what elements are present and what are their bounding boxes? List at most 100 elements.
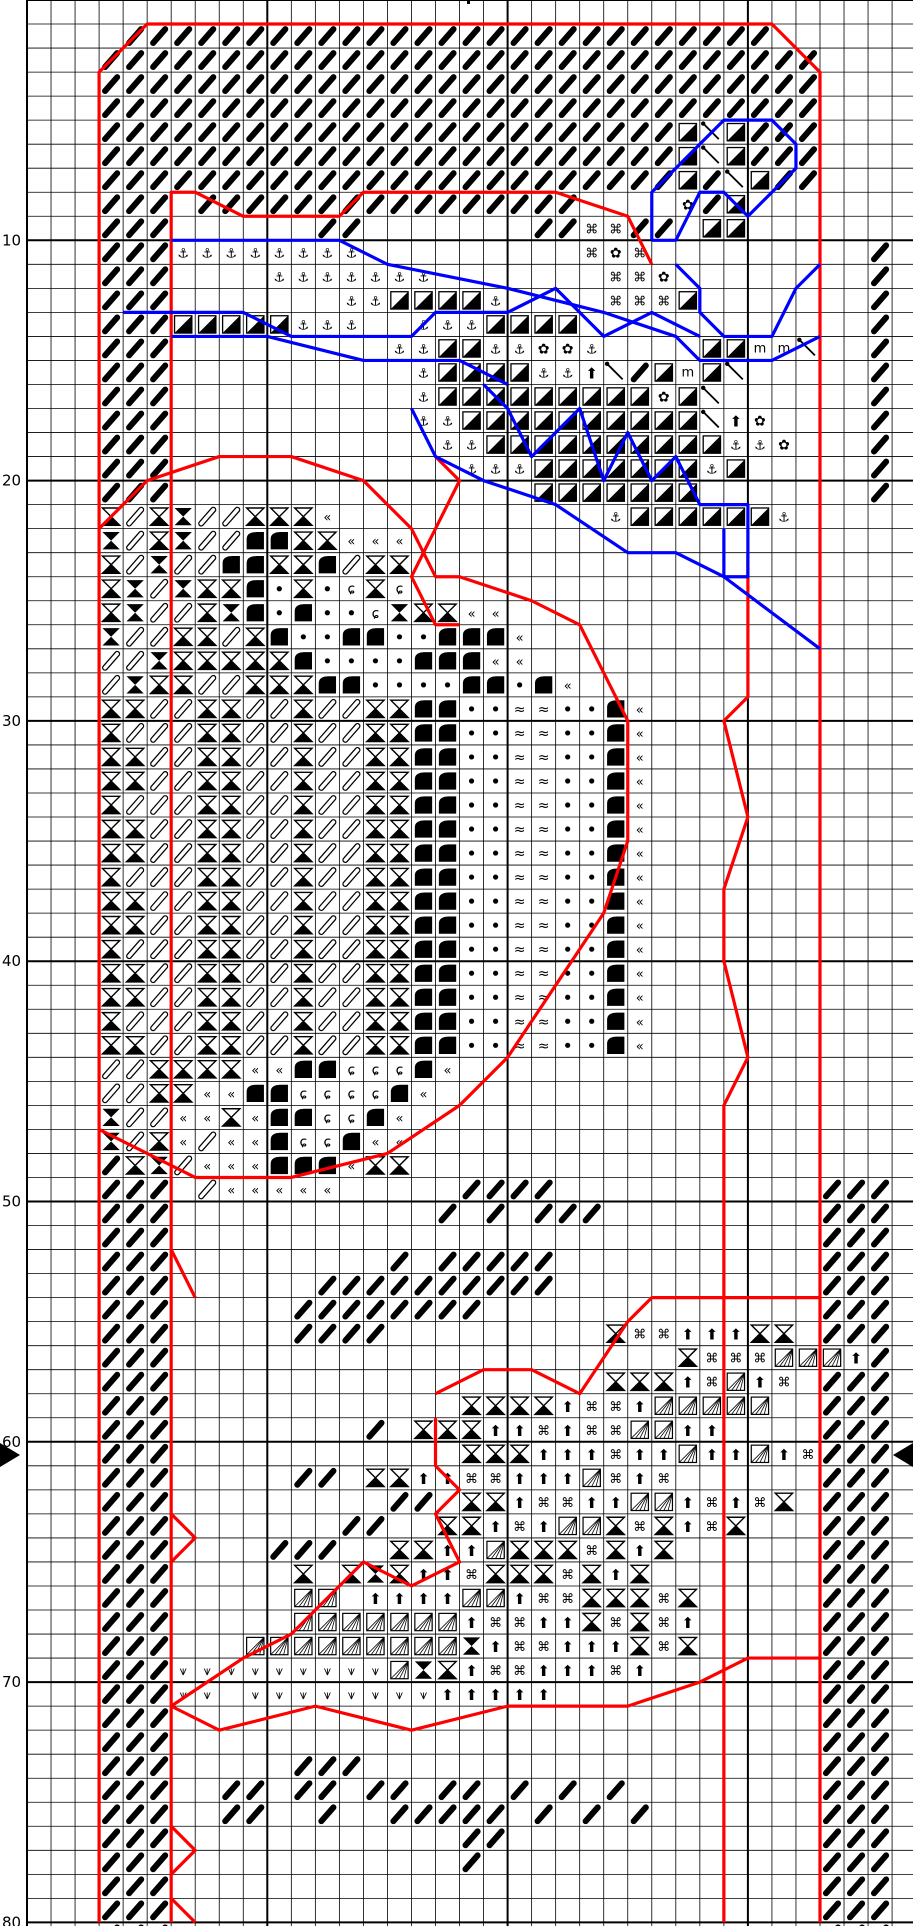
arrow-up-symbol: ⬆ bbox=[537, 1446, 550, 1464]
hourglass-half-fill bbox=[102, 901, 119, 910]
diag-solid-symbol bbox=[850, 1567, 862, 1581]
dot-symbol bbox=[565, 850, 570, 855]
dot-symbol bbox=[469, 923, 474, 928]
quarter-fill-symbol bbox=[607, 772, 624, 789]
hourglass-half-fill bbox=[607, 1598, 624, 1607]
diag-solid-symbol bbox=[153, 1423, 165, 1437]
diag-solid-symbol bbox=[249, 173, 261, 187]
diag-solid-symbol bbox=[153, 1831, 165, 1845]
diag-solid-symbol bbox=[369, 197, 381, 211]
hourglass-symbol bbox=[126, 580, 143, 597]
quarter-fill-symbol bbox=[439, 652, 456, 669]
quarter-fill-symbol bbox=[607, 941, 624, 958]
dot-symbol bbox=[301, 634, 306, 639]
diag-solid-symbol bbox=[874, 293, 886, 307]
diag-hollow-inner bbox=[105, 654, 117, 668]
diag-hollow-inner bbox=[249, 870, 261, 884]
diag-solid-symbol bbox=[658, 149, 670, 163]
diag-solid-symbol bbox=[321, 1783, 333, 1797]
diag-solid-symbol bbox=[345, 149, 357, 163]
diag-solid-symbol bbox=[802, 125, 814, 139]
dot-symbol bbox=[469, 754, 474, 759]
inner-outline-right bbox=[724, 553, 748, 1923]
diag-solid-symbol bbox=[874, 1879, 886, 1893]
arrow-up-symbol: ⬆ bbox=[682, 1494, 695, 1512]
hourglass-half-fill bbox=[367, 901, 384, 910]
diag-solid-symbol bbox=[441, 1807, 453, 1821]
chevron-symbol: « bbox=[636, 823, 644, 838]
anchor-symbol: ⚓ bbox=[370, 294, 382, 309]
quarter-fill-symbol bbox=[439, 917, 456, 934]
quarter-fill-symbol bbox=[415, 820, 432, 837]
quarter-fill-symbol bbox=[463, 652, 480, 669]
diag-hollow-inner bbox=[153, 870, 165, 884]
hourglass-half-fill bbox=[126, 1165, 143, 1174]
anchor-symbol: ⚓ bbox=[490, 342, 502, 357]
diag-hollow-inner bbox=[201, 1135, 213, 1149]
diag-solid-symbol bbox=[297, 197, 309, 211]
approx-symbol: ≈ bbox=[538, 846, 550, 862]
grass-symbol: ⩛ bbox=[204, 1688, 212, 1703]
arrow-up-symbol: ⬆ bbox=[682, 1614, 695, 1632]
diag-solid-symbol bbox=[201, 53, 213, 67]
diag-hollow-inner bbox=[249, 798, 261, 812]
wand-tip bbox=[701, 121, 705, 125]
diag-hollow-inner bbox=[153, 1038, 165, 1052]
diag-solid-symbol bbox=[153, 1639, 165, 1653]
diag-hollow-inner bbox=[153, 918, 165, 932]
row-label-50: 50 bbox=[2, 1193, 21, 1211]
chevron-symbol: « bbox=[251, 1183, 259, 1198]
diag-solid-symbol bbox=[153, 173, 165, 187]
diag-solid-symbol bbox=[417, 29, 429, 43]
quarter-fill-symbol bbox=[415, 989, 432, 1006]
command-symbol: ⌘ bbox=[609, 1472, 622, 1487]
hourglass-half-fill bbox=[679, 1646, 696, 1655]
diag-solid-symbol bbox=[153, 1663, 165, 1677]
quarter-fill-symbol bbox=[607, 820, 624, 837]
hourglass-half-fill bbox=[535, 1550, 552, 1559]
grass-symbol: ⩛ bbox=[300, 1688, 308, 1703]
arrow-up-symbol: ⬆ bbox=[609, 1638, 622, 1656]
anchor-symbol: ⚓ bbox=[346, 294, 358, 309]
hourglass-half-fill bbox=[367, 589, 384, 598]
hourglass-half-fill bbox=[126, 829, 143, 838]
hourglass-half-fill bbox=[367, 829, 384, 838]
spiral-symbol: ɕ bbox=[348, 1110, 356, 1126]
diag-solid-symbol bbox=[393, 1303, 405, 1317]
quarter-fill-symbol bbox=[463, 628, 480, 645]
diag-solid-symbol bbox=[562, 77, 574, 91]
hourglass-half-fill bbox=[535, 1574, 552, 1583]
anchor-symbol: ⚓ bbox=[225, 246, 237, 261]
diag-hollow-inner bbox=[345, 894, 357, 908]
anchor-symbol: ⚓ bbox=[370, 270, 382, 285]
flower-symbol: ✿ bbox=[610, 245, 622, 261]
quarter-fill-symbol bbox=[415, 892, 432, 909]
hourglass-half-fill bbox=[751, 1334, 768, 1343]
hourglass-half-fill bbox=[102, 709, 119, 718]
hourglass-half-fill bbox=[271, 517, 288, 526]
diag-hollow-inner bbox=[177, 702, 189, 716]
diag-solid-symbol bbox=[874, 438, 886, 452]
dot-symbol bbox=[325, 658, 330, 663]
diag-solid-symbol bbox=[874, 1615, 886, 1629]
diag-solid-symbol bbox=[153, 1687, 165, 1701]
diag-hollow-inner bbox=[321, 1014, 333, 1028]
hourglass-symbol bbox=[175, 532, 192, 549]
diag-solid-symbol bbox=[177, 29, 189, 43]
diag-solid-symbol bbox=[153, 1351, 165, 1365]
quarter-fill-symbol bbox=[343, 1133, 360, 1150]
diag-solid-symbol bbox=[129, 197, 141, 211]
quarter-fill-symbol bbox=[271, 1109, 288, 1126]
wand-tip bbox=[797, 338, 801, 342]
arrow-up-symbol: ⬆ bbox=[489, 1518, 502, 1536]
chevron-symbol: « bbox=[227, 1183, 235, 1198]
diag-solid-symbol bbox=[417, 53, 429, 67]
diag-solid-symbol bbox=[321, 1807, 333, 1821]
arrow-up-symbol: ⬆ bbox=[633, 1446, 646, 1464]
diag-solid-symbol bbox=[850, 1591, 862, 1605]
hourglass-half-fill bbox=[367, 1478, 384, 1487]
dot-symbol bbox=[493, 947, 498, 952]
approx-symbol: ≈ bbox=[538, 1038, 550, 1054]
dot-symbol bbox=[565, 995, 570, 1000]
command-symbol: ⌘ bbox=[537, 1424, 550, 1439]
